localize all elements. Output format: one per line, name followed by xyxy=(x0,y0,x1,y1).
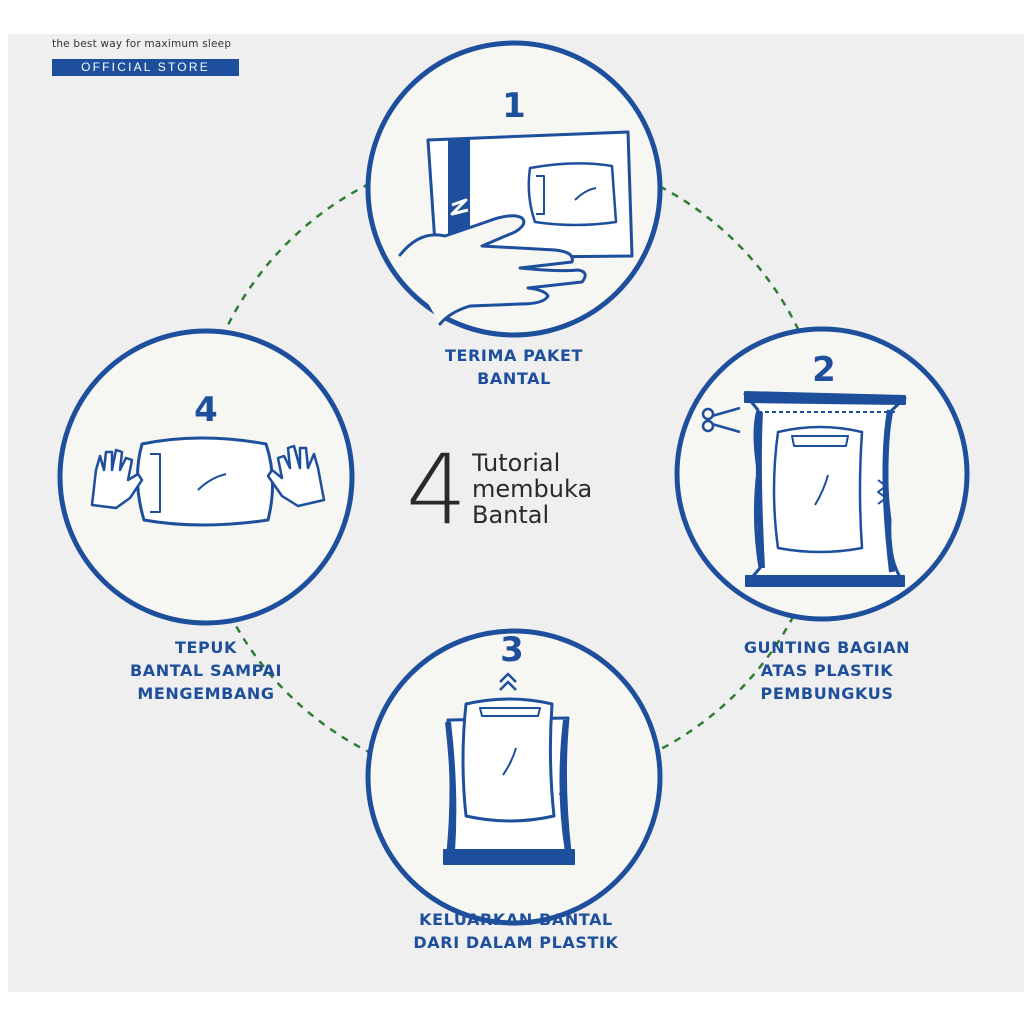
center-title-line: Bantal xyxy=(472,501,550,529)
pillow-out-of-bag-icon xyxy=(443,672,575,865)
step-3-label-line: DARI DALAM PLASTIK xyxy=(413,933,619,952)
step-2-label-line: GUNTING BAGIAN xyxy=(743,638,911,657)
center-title-line: Tutorial xyxy=(472,449,561,477)
plastic-bag-icon xyxy=(743,391,907,587)
right-hand-icon xyxy=(266,444,326,508)
step-4-label: TEPUK BANTAL SAMPAI MENGEMBANG xyxy=(106,636,306,705)
step-3-label: KELUARKAN BANTAL DARI DALAM PLASTIK xyxy=(374,908,658,954)
scissors-icon xyxy=(701,406,741,434)
step-4-label-line: BANTAL SAMPAI xyxy=(129,661,282,680)
center-title: Tutorial membuka Bantal xyxy=(472,450,592,528)
step-4-label-line: MENGEMBANG xyxy=(137,684,275,703)
step-2-label-line: ATAS PLASTIK xyxy=(760,661,894,680)
step-1-label: TERIMA PAKET BANTAL xyxy=(394,344,634,390)
brand-tagline: the best way for maximum sleep xyxy=(52,38,232,50)
step-2-label: GUNTING BAGIAN ATAS PLASTIK PEMBUNGKUS xyxy=(722,636,932,705)
hand-icon xyxy=(398,214,587,326)
step-4-label-line: TEPUK xyxy=(175,638,237,657)
step-3-number: 3 xyxy=(500,630,524,670)
step-2-number: 2 xyxy=(812,350,836,390)
step-4-number: 4 xyxy=(194,390,218,430)
center-number: 4 xyxy=(406,434,468,546)
left-hand-icon xyxy=(90,448,144,510)
step-1-label-line: TERIMA PAKET xyxy=(444,346,584,365)
step-1-label-line: BANTAL xyxy=(477,369,551,388)
center-title-line: membuka xyxy=(472,475,593,503)
step-1-number: 1 xyxy=(502,86,526,126)
pillow-icon xyxy=(135,436,275,527)
step-2-label-line: PEMBUNGKUS xyxy=(760,684,894,703)
step-3-label-line: KELUARKAN BANTAL xyxy=(419,910,613,929)
official-store-badge: OFFICIAL STORE xyxy=(52,59,239,76)
